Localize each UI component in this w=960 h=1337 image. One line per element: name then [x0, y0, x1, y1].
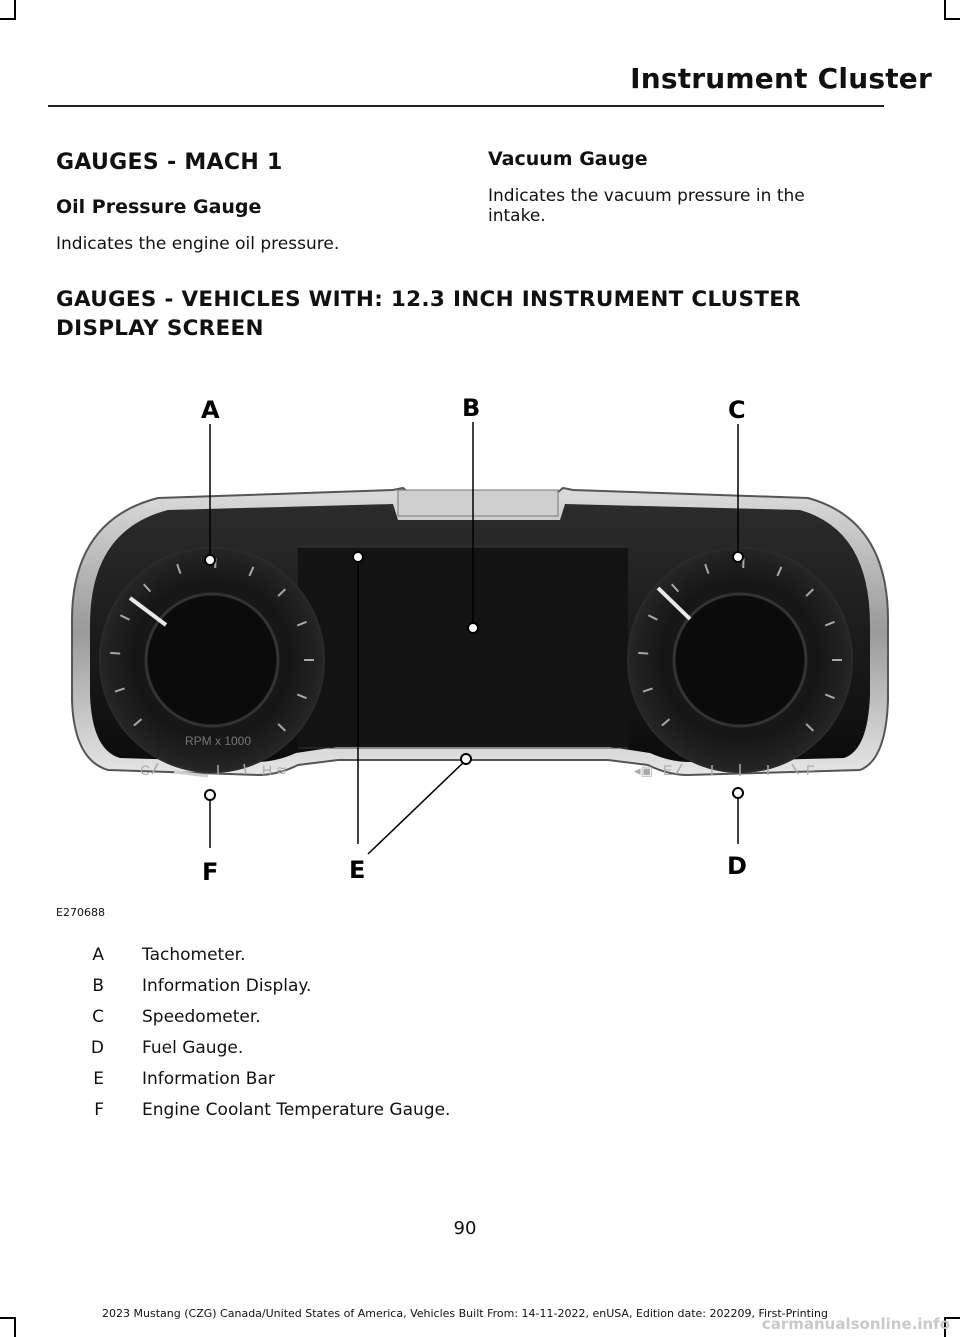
callout-key: B — [92, 976, 104, 996]
dial-tick — [661, 718, 671, 727]
svg-text:E: E — [663, 762, 672, 778]
dial-tick — [176, 563, 182, 574]
dial-tick — [704, 563, 710, 574]
callout-key: A — [92, 945, 104, 965]
dial-tick — [133, 718, 143, 727]
dial-tick — [296, 620, 307, 627]
dial-tick — [642, 687, 653, 693]
speedometer-needle — [656, 586, 692, 621]
callout-dot-b — [467, 622, 479, 634]
camera-notch — [397, 489, 559, 517]
list-item: A Tachometer. — [0, 945, 960, 975]
information-display — [298, 547, 628, 747]
callout-description: Information Bar — [142, 1069, 275, 1089]
dial-tick — [805, 723, 815, 732]
watermark-logo: carmanualsonline.info — [761, 1315, 950, 1333]
vacuum-text-line1: Indicates the vacuum pressure in the — [488, 186, 805, 206]
dial-tick — [277, 723, 287, 732]
dial-tick — [647, 614, 658, 621]
crop-mark — [944, 1317, 946, 1337]
section-heading-12in-line2: DISPLAY SCREEN — [56, 316, 264, 341]
list-item: B Information Display. — [0, 976, 960, 1006]
dial-tick — [119, 614, 130, 621]
list-item: F Engine Coolant Temperature Gauge. — [0, 1100, 960, 1130]
callout-dot-e1 — [352, 551, 364, 563]
footer-text: 2023 Mustang (CZG) Canada/United States … — [102, 1307, 828, 1320]
callout-key: E — [93, 1069, 104, 1089]
callout-letter-b: B — [462, 394, 480, 422]
dial-tick — [296, 693, 307, 700]
callout-description: Speedometer. — [142, 1007, 261, 1027]
header-rule — [48, 105, 884, 107]
section-heading-12in-line1: GAUGES - VEHICLES WITH: 12.3 INCH INSTRU… — [56, 287, 802, 312]
section-heading-mach1: GAUGES - MACH 1 — [56, 150, 283, 175]
fuel-gauge: ◂▣ E F — [634, 762, 815, 779]
callout-description: Information Display. — [142, 976, 312, 996]
page-title: Instrument Cluster — [630, 62, 932, 95]
list-item: E Information Bar — [0, 1069, 960, 1099]
fuel-pump-icon: ◂▣ — [634, 764, 653, 779]
callout-key: C — [92, 1007, 104, 1027]
crop-mark — [944, 0, 946, 20]
tachometer-label: RPM x 1000 — [185, 734, 251, 748]
dial-tick — [143, 583, 152, 593]
callout-dot-a — [204, 554, 216, 566]
dial-tick — [824, 620, 835, 627]
page-number: 90 — [453, 1218, 477, 1239]
callout-dot-d — [732, 787, 744, 799]
figure-id: E270688 — [56, 906, 105, 919]
crop-mark — [14, 1317, 16, 1337]
crop-mark — [0, 1317, 16, 1319]
oil-pressure-text: Indicates the engine oil pressure. — [56, 234, 340, 254]
speedometer-dial — [627, 547, 853, 773]
crop-mark — [14, 0, 16, 20]
callout-dot-e2 — [460, 753, 472, 765]
svg-text:H: H — [262, 762, 272, 778]
dial-tick — [824, 693, 835, 700]
dial-tick — [671, 583, 680, 593]
list-item: D Fuel Gauge. — [0, 1038, 960, 1068]
dial-tick — [114, 687, 125, 693]
dial-tick — [638, 651, 649, 655]
callout-letter-c: C — [728, 396, 746, 424]
coolant-temp-gauge: C H ≋ — [140, 762, 287, 779]
callout-description: Tachometer. — [142, 945, 246, 965]
callout-letter-e: E — [349, 856, 365, 884]
svg-text:C: C — [140, 762, 150, 778]
callout-letter-d: D — [727, 852, 747, 880]
crop-mark — [0, 18, 16, 20]
vacuum-heading: Vacuum Gauge — [488, 148, 648, 170]
dial-tick — [248, 566, 255, 577]
callout-key: F — [94, 1100, 104, 1120]
coolant-icon: ≋ — [276, 764, 287, 779]
callout-dot-f — [204, 789, 216, 801]
callout-description: Engine Coolant Temperature Gauge. — [142, 1100, 451, 1120]
vacuum-text-line2: intake. — [488, 206, 546, 226]
callout-description: Fuel Gauge. — [142, 1038, 244, 1058]
dial-tick — [277, 588, 287, 597]
svg-text:F: F — [806, 762, 815, 778]
tachometer-dial — [99, 547, 325, 773]
dial-tick — [805, 588, 815, 597]
crop-mark — [944, 1317, 960, 1319]
crop-mark — [944, 18, 960, 20]
callout-letter-f: F — [202, 858, 218, 886]
dial-tick — [110, 651, 121, 655]
callout-dot-c — [732, 551, 744, 563]
callout-key: D — [90, 1038, 104, 1058]
instrument-cluster-figure: RPM x 1000 C H ≋ ◂▣ E F — [71, 394, 889, 886]
tachometer-needle — [128, 596, 168, 627]
dial-tick — [776, 566, 783, 577]
list-item: C Speedometer. — [0, 1007, 960, 1037]
callout-letter-a: A — [201, 396, 220, 424]
oil-pressure-heading: Oil Pressure Gauge — [56, 196, 262, 218]
